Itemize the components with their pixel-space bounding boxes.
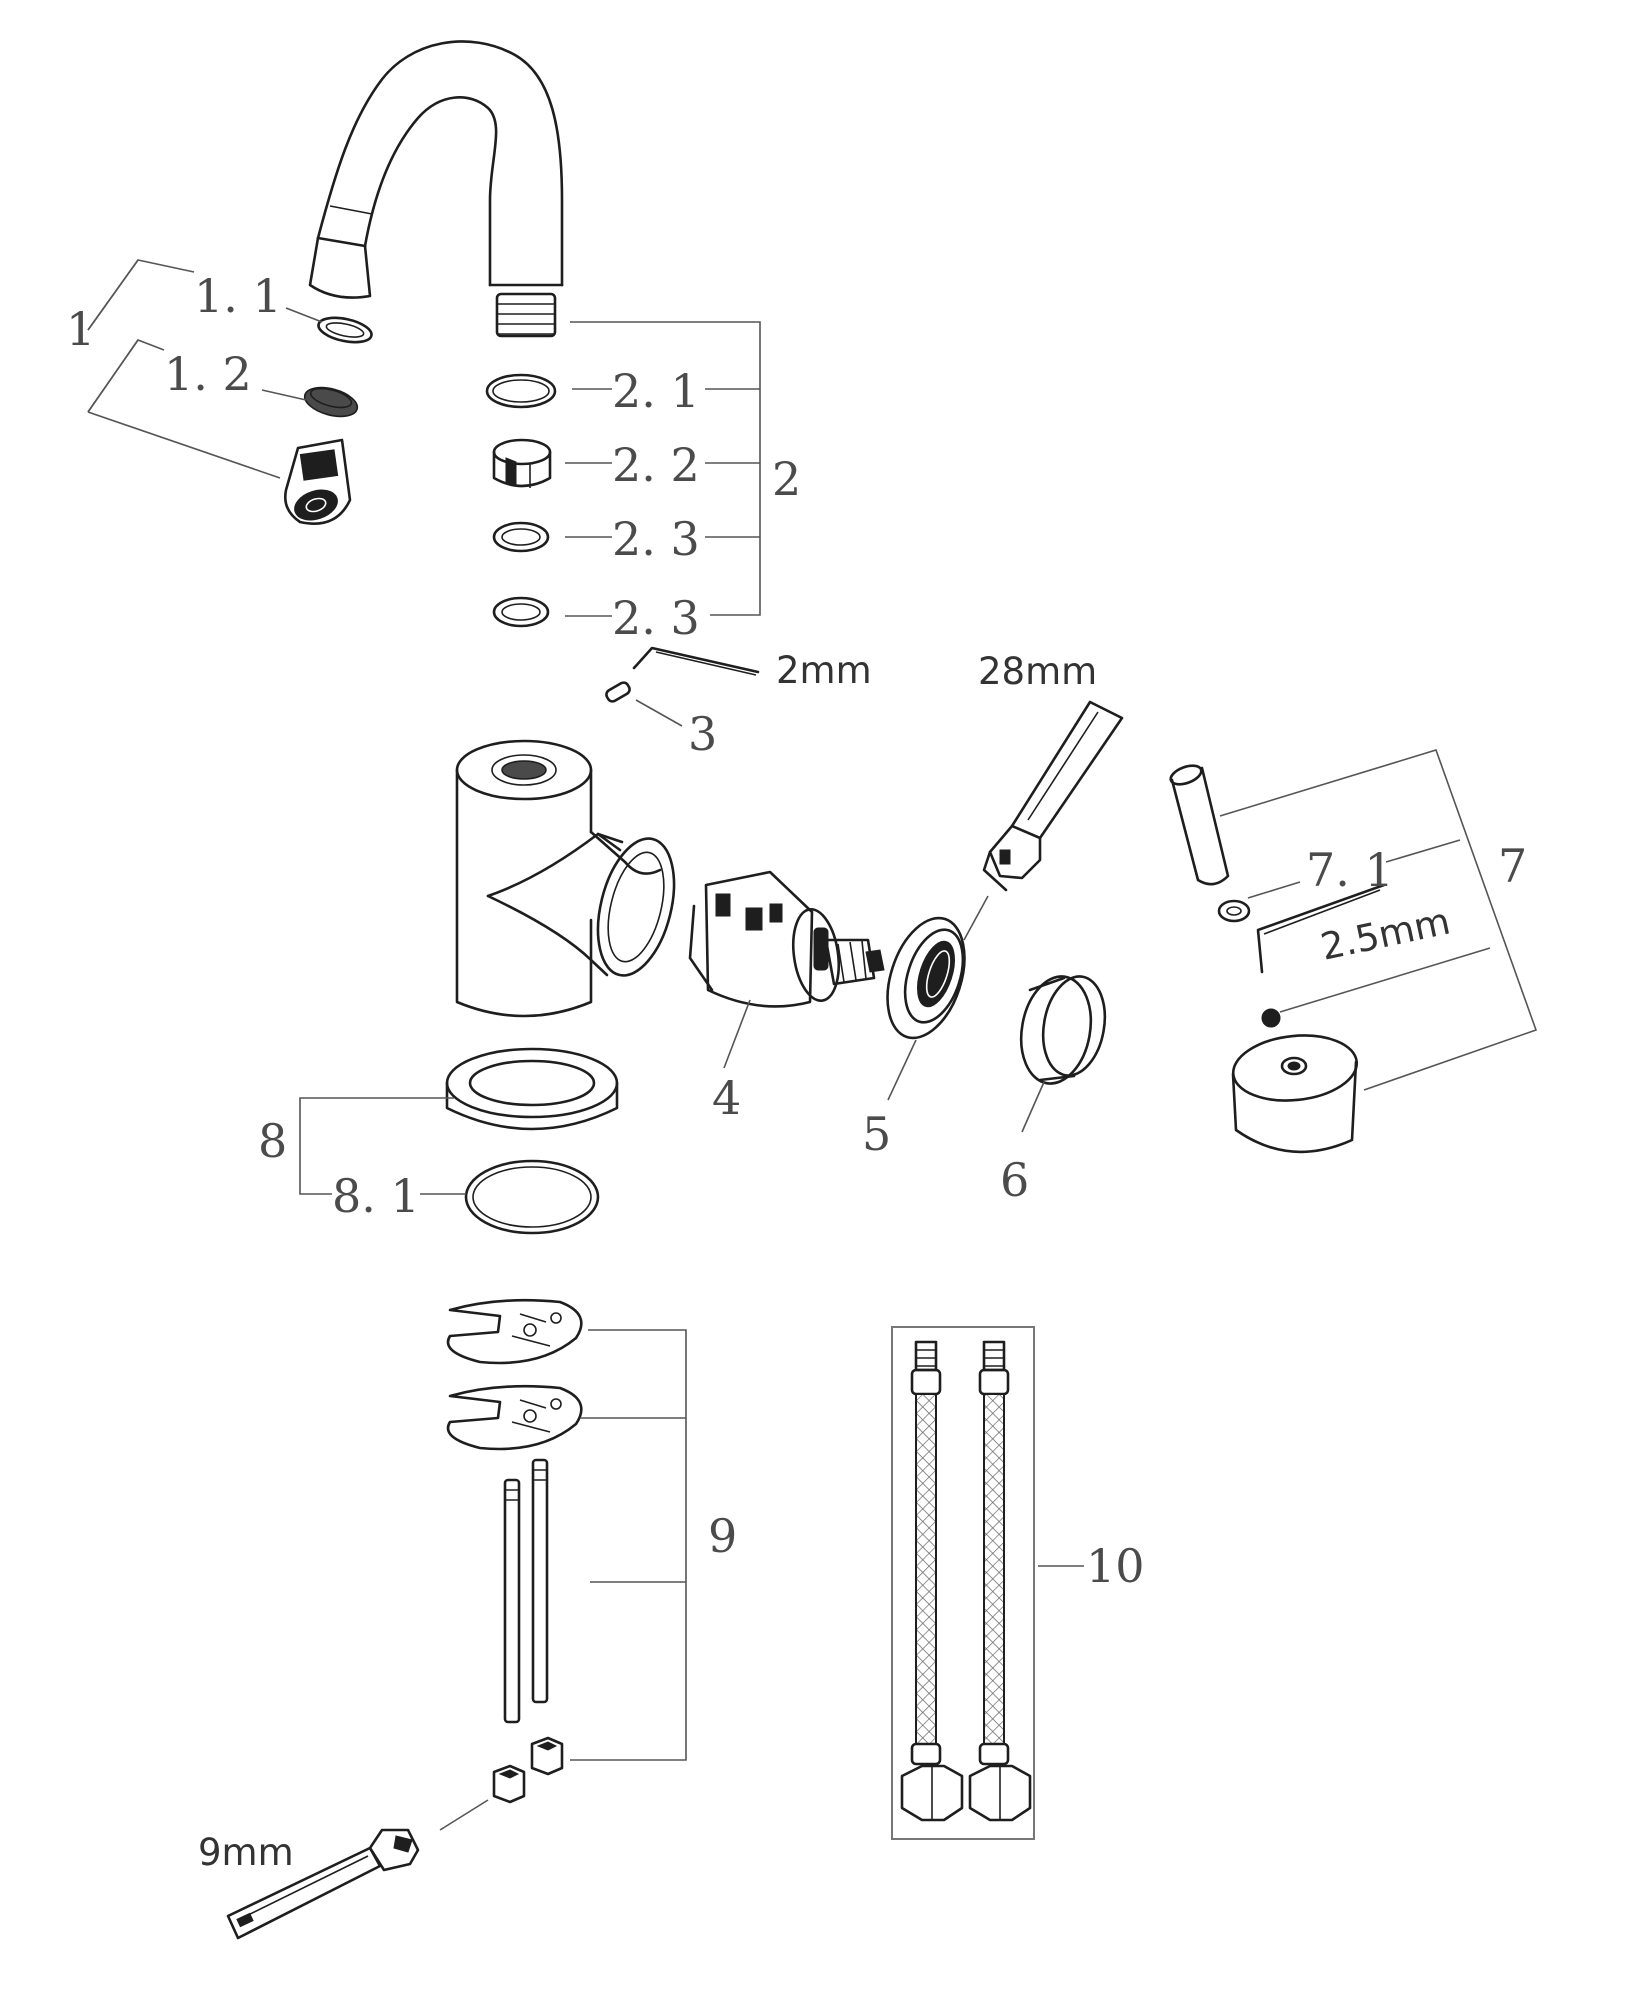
braided-hose-b — [968, 1340, 1032, 1822]
leader-4 — [723, 999, 751, 1069]
spout — [308, 40, 564, 299]
group-8-leader — [299, 1097, 466, 1195]
hex-key-2mm — [632, 646, 760, 676]
wrench-9-leader — [439, 1799, 489, 1831]
aerator-insert — [303, 386, 359, 418]
lever-pin — [1169, 764, 1230, 886]
hose-box — [891, 1326, 1035, 1840]
callout-9: 9 — [708, 1509, 737, 1563]
leader-6 — [1021, 1081, 1045, 1133]
adjustable-wrench-9mm — [226, 1828, 420, 1940]
callout-6: 6 — [1000, 1153, 1029, 1207]
group-7-leader — [1219, 749, 1538, 1091]
adjustable-wrench-28mm — [982, 700, 1124, 892]
callout-2: 2 — [772, 452, 801, 506]
callout-4: 4 — [712, 1071, 741, 1125]
o-ring-2-1 — [485, 373, 557, 409]
callout-8-1: 8. 1 — [332, 1169, 420, 1223]
washer-7-1 — [1217, 899, 1251, 923]
callout-2-3a: 2. 3 — [612, 512, 700, 566]
tool-9mm: 9mm — [198, 1831, 294, 1874]
callout-5: 5 — [862, 1107, 891, 1161]
seal-ring-2-3-a — [492, 521, 550, 553]
callout-10: 10 — [1086, 1539, 1145, 1593]
callout-1-2: 1. 2 — [164, 347, 252, 401]
base-plate — [445, 1047, 619, 1131]
tool-2-5mm: 2.5mm — [1317, 900, 1454, 969]
callout-1: 1 — [66, 302, 95, 356]
group-1-leader — [87, 259, 323, 479]
leader-3 — [635, 699, 683, 727]
callout-2-2: 2. 2 — [612, 438, 700, 492]
callout-7: 7 — [1498, 839, 1527, 893]
callout-7-1: 7. 1 — [1306, 843, 1394, 897]
faucet-body — [455, 739, 676, 1018]
cover-sleeve — [1019, 975, 1107, 1085]
set-screw — [1261, 1008, 1281, 1028]
group-9-leader — [570, 1329, 687, 1761]
tool-2mm: 2mm — [776, 649, 872, 692]
group-2-leader — [565, 321, 761, 617]
seal-ring-2-3-b — [492, 596, 550, 628]
tool-28mm: 28mm — [978, 650, 1097, 693]
hex-key-2-5mm — [1256, 883, 1386, 974]
callout-2-3b: 2. 3 — [612, 591, 700, 645]
hex-nut-a — [492, 1764, 526, 1804]
wrench-28-leader — [963, 895, 989, 941]
callout-8: 8 — [258, 1114, 287, 1168]
cartridge-nut — [886, 916, 966, 1040]
threaded-rod-a — [503, 1478, 521, 1724]
hex-nut-b — [530, 1736, 564, 1776]
cartridge — [688, 870, 885, 1008]
aerator-housing — [284, 438, 352, 525]
base-o-ring — [464, 1159, 600, 1235]
grub-screw — [605, 681, 631, 703]
horseshoe-washer-a — [446, 1298, 583, 1365]
aerator-washer — [317, 316, 373, 344]
handle-knob — [1231, 1034, 1359, 1154]
callout-3: 3 — [688, 707, 717, 761]
threaded-rod-b — [531, 1458, 549, 1704]
callout-2-1: 2. 1 — [612, 364, 700, 418]
horseshoe-washer-b — [446, 1384, 583, 1451]
spout-nut — [492, 438, 552, 488]
braided-hose-a — [900, 1340, 964, 1822]
spout-thread — [495, 292, 557, 338]
callout-1-1: 1. 1 — [194, 269, 282, 323]
leader-5 — [887, 1039, 917, 1101]
